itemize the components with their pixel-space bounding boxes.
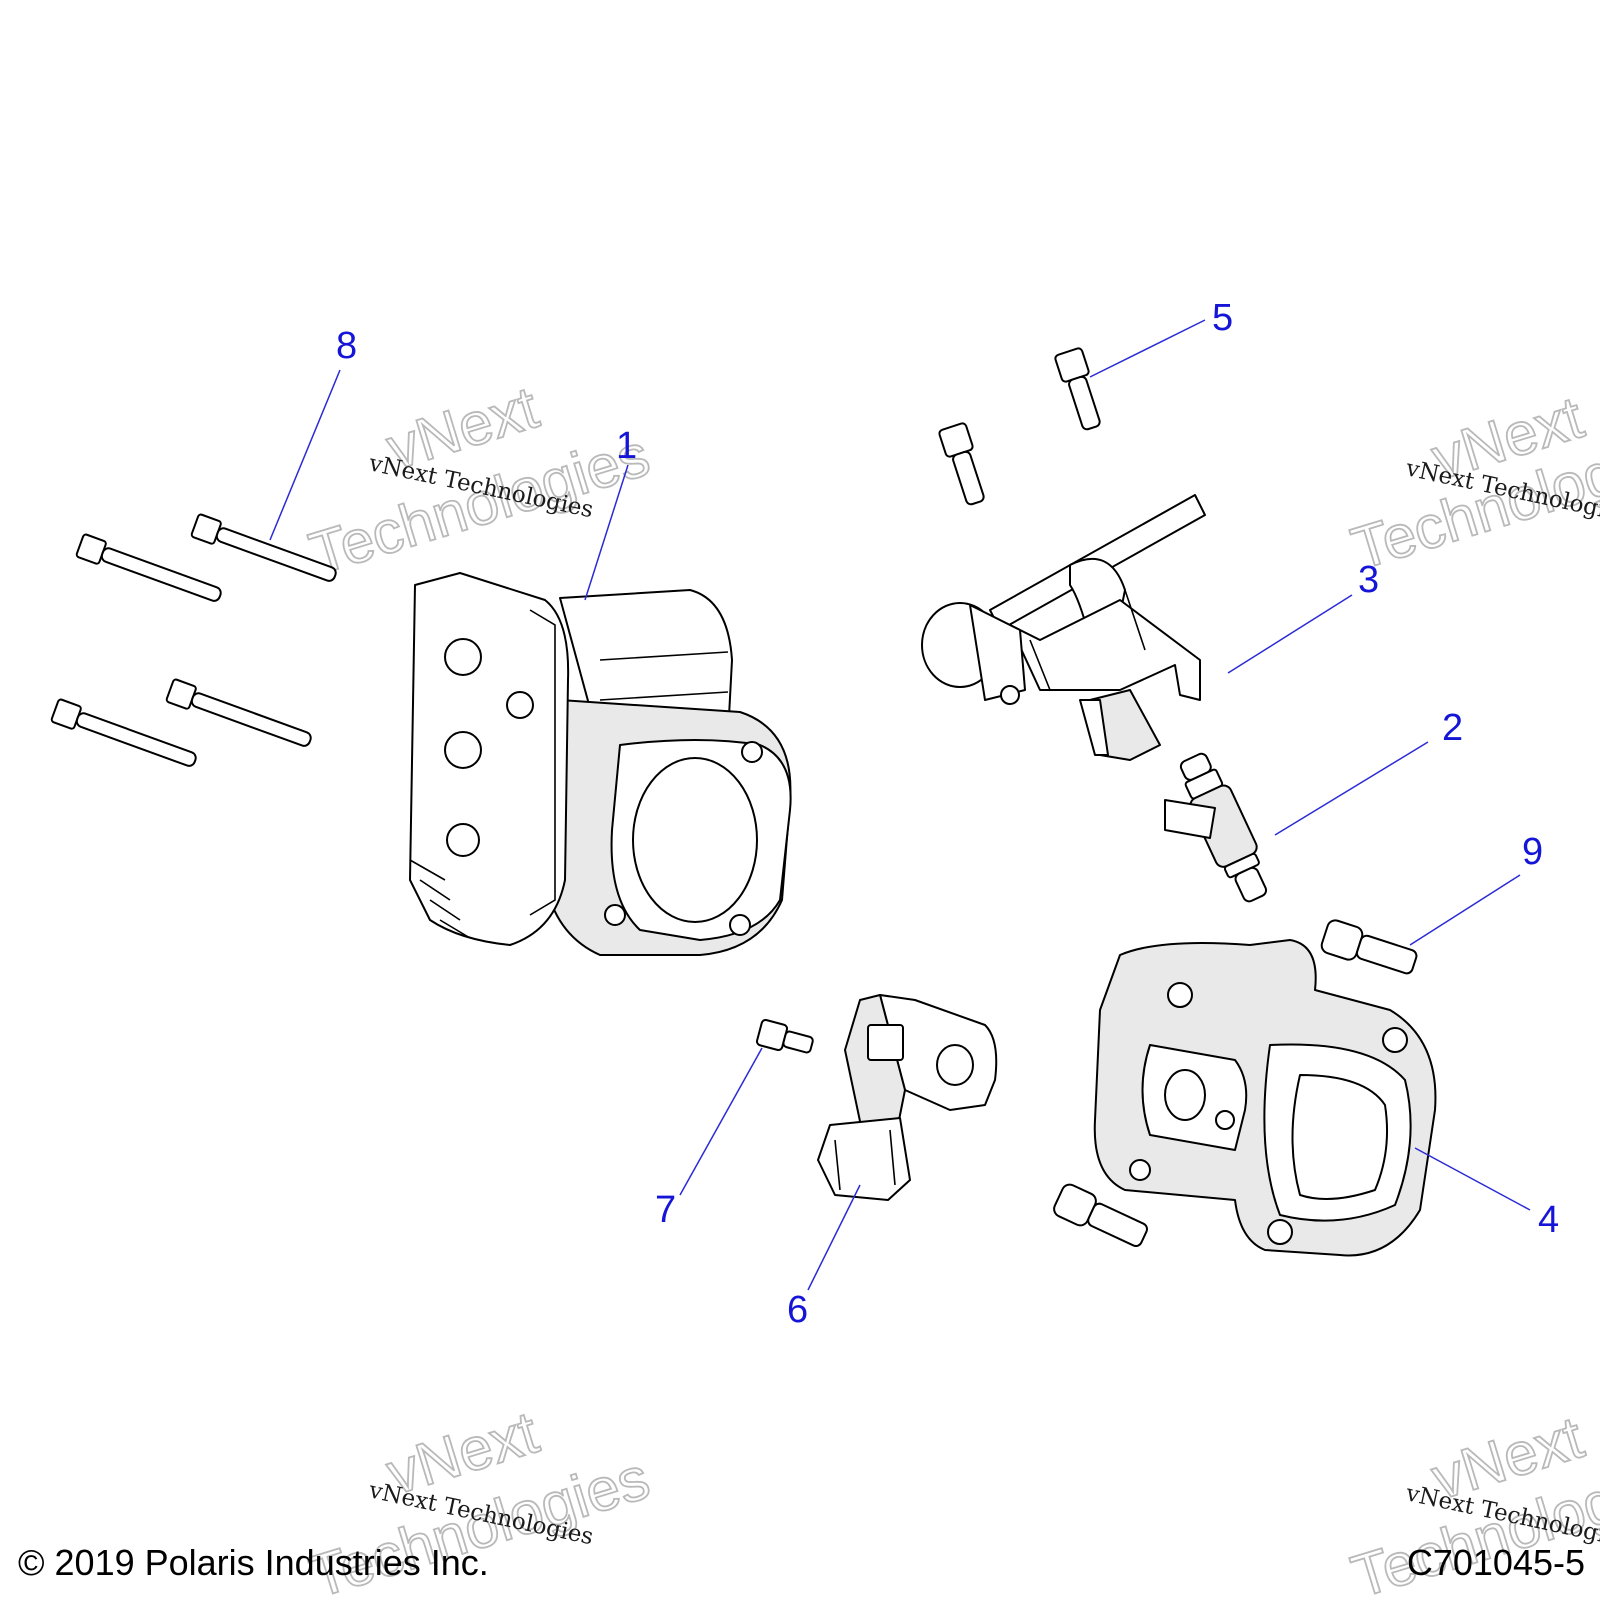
part-7-bolt [755, 1018, 814, 1054]
leader-6 [807, 1184, 861, 1291]
callout-1: 1 [616, 425, 637, 467]
part-1-throttle-body [409, 572, 792, 956]
copyright-text: © 2019 Polaris Industries Inc. [18, 1542, 489, 1583]
leader-9 [1409, 874, 1521, 946]
callout-8: 8 [336, 325, 357, 367]
part-6-sensor [817, 994, 998, 1201]
leader-7 [679, 1047, 763, 1196]
part-2-fuel-injector [1164, 752, 1268, 903]
leader-1 [584, 464, 629, 601]
part-8-long-bolts [50, 513, 337, 767]
callout-3: 3 [1358, 559, 1379, 601]
watermark-top-left: vNext Technologies vNext Technologies [301, 373, 657, 589]
part-9-bolt [1320, 919, 1418, 975]
callout-9: 9 [1522, 831, 1543, 873]
callout-7: 7 [655, 1189, 676, 1231]
leader-lines [269, 319, 1531, 1291]
leader-3 [1227, 594, 1353, 674]
part-4-intake-adapter [1053, 939, 1437, 1257]
part-3-fuel-rail [921, 494, 1206, 761]
drawing-number: C701045-5 [1407, 1542, 1585, 1583]
leader-4 [1414, 1147, 1531, 1211]
callout-5: 5 [1212, 297, 1233, 339]
callout-2: 2 [1442, 707, 1463, 749]
callouts: 1 2 3 4 5 6 7 8 9 [336, 297, 1559, 1331]
leader-5 [1089, 319, 1206, 378]
callout-6: 6 [787, 1289, 808, 1331]
callout-4: 4 [1538, 1199, 1559, 1241]
leader-8 [269, 369, 341, 541]
watermark-top-right: vNext Technologies vNext Technologies [1343, 383, 1600, 584]
part-5-bolts [938, 347, 1101, 506]
leader-2 [1274, 741, 1429, 836]
